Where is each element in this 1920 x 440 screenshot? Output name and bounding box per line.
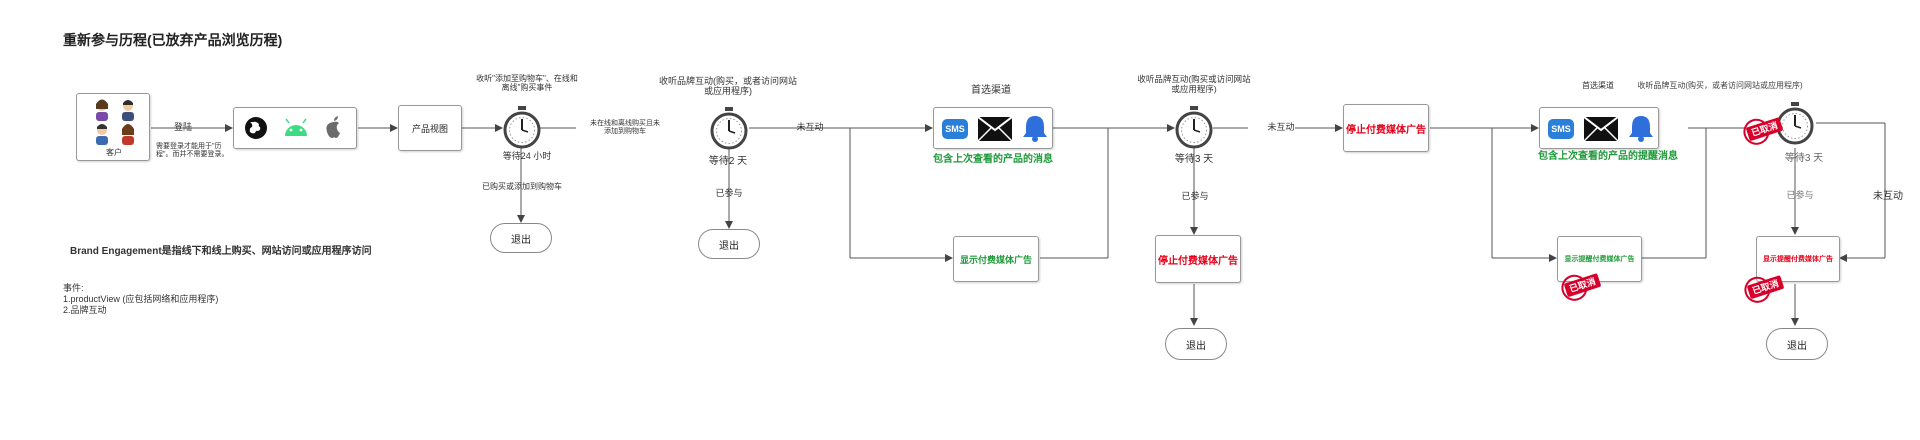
stop-paid-ad-label: 停止付费媒体广告 <box>1346 124 1426 136</box>
step4-exit-node[interactable]: 退出 <box>1766 328 1828 360</box>
step4-wait-label: 等待3 天 <box>1784 153 1824 164</box>
events-item: 2.品牌互动 <box>63 305 107 315</box>
events-header: 事件: <box>63 283 84 293</box>
stopwatch-icon <box>710 107 748 150</box>
step3-stop-ad-node[interactable]: 停止付费媒体广告 <box>1155 235 1241 283</box>
step3-listen-label: 收听品牌互动(购买或访问网站或应用程序) <box>1137 74 1251 94</box>
customer-label: 客户 <box>106 148 122 157</box>
platforms-box[interactable] <box>233 107 357 149</box>
step2-exit-node[interactable]: 退出 <box>698 229 760 259</box>
mail-icon <box>1584 117 1618 141</box>
step4-not-engaged-label: 未互动 <box>1873 191 1903 202</box>
page-title: 重新参与历程(已放弃产品浏览历程) <box>63 32 283 48</box>
step3-exit-label: 退出 <box>1186 340 1206 352</box>
step1-wait-label: 等待24 小时 <box>502 151 552 161</box>
step1-listen-label: 收听"添加至购物车"、在线和离线"购买事件 <box>476 74 578 93</box>
mail-icon <box>978 117 1012 141</box>
step4-exit-label: 退出 <box>1787 340 1807 352</box>
channel2-message: 包含上次查看的产品的提醒消息 <box>1538 151 1678 162</box>
customer-box[interactable]: 客户 <box>76 93 150 161</box>
step3-wait-label: 等待3 天 <box>1174 154 1214 165</box>
step2-engaged-label: 已参与 <box>715 188 743 198</box>
sms-icon: SMS <box>1548 119 1574 139</box>
login-label: 登陆 <box>173 122 193 132</box>
product-view-node[interactable]: 产品视图 <box>398 105 462 151</box>
events-item: 1.productView (应包括网络和应用程序) <box>63 294 219 304</box>
bell-icon <box>1629 116 1653 142</box>
step4-final-ad-node[interactable]: 显示提醒付费媒体广告 <box>1756 236 1840 282</box>
step2-exit-label: 退出 <box>719 240 739 252</box>
step3-not-engaged-label: 未互动 <box>1267 122 1295 132</box>
step4-listen-label: 收听品牌互动(购买，或者访问网站或应用程序) <box>1637 81 1803 90</box>
step2-listen-label: 收听品牌互动(购买，或者访问网站或应用程序) <box>659 76 797 97</box>
step3-stop-ad-label: 停止付费媒体广告 <box>1158 255 1238 267</box>
channel2-paid-ad-label: 显示提醒付费媒体广告 <box>1564 256 1635 263</box>
step2-wait-label: 等待2 天 <box>708 156 748 167</box>
apple-icon <box>326 116 340 138</box>
step3-exit-node[interactable]: 退出 <box>1165 328 1227 360</box>
android-icon <box>285 118 307 136</box>
step1-engaged-label: 已购买或添加到购物车 <box>482 182 562 191</box>
channel1-paid-ad-node[interactable]: 显示付费媒体广告 <box>953 236 1039 282</box>
channel1-message: 包含上次查看的产品的消息 <box>933 154 1053 165</box>
step1-exit-node[interactable]: 退出 <box>490 223 552 253</box>
stopwatch-icon <box>1776 102 1814 145</box>
channel2-header: 首选渠道 <box>1582 81 1614 90</box>
sms-icon: SMS <box>942 119 968 139</box>
not-buy-note: 未在线和离线购买且未添加到购物车 <box>590 120 660 136</box>
globe-icon <box>245 117 267 139</box>
step3-engaged-label: 已参与 <box>1181 191 1209 201</box>
login-note: 需要登录才能用于"历程"。而并不需要登录。 <box>156 143 229 159</box>
step1-exit-label: 退出 <box>511 234 531 246</box>
stop-paid-ad-node[interactable]: 停止付费媒体广告 <box>1343 104 1429 152</box>
brand-engagement-definition: Brand Engagement是指线下和线上购买、网站访问或应用程序访问 <box>70 246 372 257</box>
product-view-label: 产品视图 <box>411 123 448 134</box>
step4-engaged-label: 已参与 <box>1786 190 1814 200</box>
step2-not-engaged-label: 未互动 <box>796 122 824 132</box>
channel1-paid-ad-label: 显示付费媒体广告 <box>959 254 1032 265</box>
stopwatch-icon <box>503 106 541 149</box>
stopwatch-icon <box>1175 106 1213 149</box>
customers-icon <box>96 99 134 145</box>
bell-icon <box>1023 116 1047 142</box>
step4-final-ad-label: 显示提醒付费媒体广告 <box>1763 256 1833 263</box>
channel1-header: 首选渠道 <box>971 85 1011 96</box>
channel2-box[interactable]: SMS <box>1539 107 1659 149</box>
channel1-box[interactable]: SMS <box>933 107 1053 149</box>
